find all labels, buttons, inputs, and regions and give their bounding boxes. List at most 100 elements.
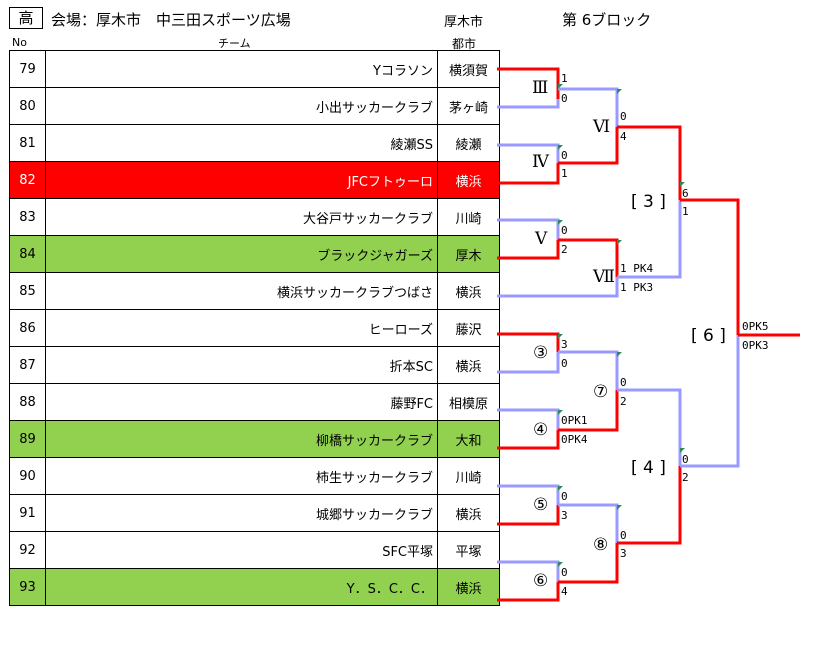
- venue-title: 会場：厚木市 中三田スポーツ広場: [51, 11, 291, 29]
- marker-c7: [617, 352, 622, 357]
- line-90: [497, 484, 560, 505]
- score-m5-bottom: 2: [561, 243, 568, 256]
- score-c8-bottom: 3: [620, 547, 627, 560]
- column-no-header: No: [12, 36, 27, 49]
- team-name: ヒーローズ: [45, 309, 438, 347]
- column-city-header: 都市: [452, 37, 477, 51]
- score-c5-top: 0: [561, 490, 568, 503]
- team-city: 平塚: [437, 531, 500, 569]
- team-city: 横浜: [437, 494, 500, 532]
- line-82: [497, 163, 560, 185]
- score-c8-top: 0: [620, 529, 627, 542]
- team-no: 84: [9, 235, 46, 273]
- line-c8-winner: [617, 466, 682, 545]
- match-label-c4: ④: [533, 420, 549, 440]
- marker-m4: [558, 145, 563, 150]
- match-label-c5: ⑤: [533, 495, 549, 515]
- marker-m3: [558, 84, 563, 89]
- score-m3-bottom: 0: [561, 92, 568, 105]
- score-m6-top: 0: [620, 110, 627, 123]
- line-m6-winner: [617, 125, 682, 200]
- line-88: [497, 408, 560, 430]
- score-m6-bottom: 4: [620, 130, 627, 143]
- match-label-c8: ⑧: [593, 535, 609, 555]
- team-no: 82: [9, 161, 46, 199]
- line-c6-winner: [558, 543, 619, 584]
- line-c4-winner: [558, 390, 619, 432]
- team-city: 横浜: [437, 272, 500, 310]
- score-m3-top: 1: [561, 72, 568, 85]
- match-label-m5: Ⅴ: [535, 229, 548, 249]
- column-team-header: チーム: [218, 37, 251, 50]
- team-city: 川崎: [437, 457, 500, 495]
- team-name: ブラックジャガーズ: [45, 235, 438, 273]
- line-89: [497, 430, 560, 450]
- team-name: 藤野FC: [45, 383, 438, 421]
- line-79: [497, 67, 560, 99]
- match-label-b4: [ 4 ]: [631, 458, 666, 478]
- match-label-b3: [ 3 ]: [631, 192, 666, 212]
- city-header: 厚木市: [444, 15, 484, 30]
- marker-m5: [558, 220, 563, 225]
- match-label-m4: Ⅳ: [532, 152, 549, 172]
- line-87: [497, 352, 560, 374]
- team-no: 86: [9, 309, 46, 347]
- team-city: 相模原: [437, 383, 500, 421]
- marker-c4: [558, 410, 563, 415]
- line-92: [497, 560, 560, 582]
- team-no: 93: [9, 568, 46, 606]
- team-name: Y．S．C．C．: [45, 568, 438, 606]
- team-name: 柳橋サッカークラブ: [45, 420, 438, 458]
- team-name: JFCフトゥーロ: [45, 161, 438, 199]
- team-name: 綾瀬SS: [45, 124, 438, 162]
- team-name: 城郷サッカークラブ: [45, 494, 438, 532]
- match-label-m3: Ⅲ: [532, 78, 549, 98]
- team-city: 綾瀬: [437, 124, 500, 162]
- score-b3-top: 6: [682, 187, 689, 200]
- match-label-m6: Ⅵ: [593, 117, 611, 137]
- score-m5-top: 0: [561, 224, 568, 237]
- line-86: [497, 332, 560, 352]
- match-label-c6: ⑥: [533, 571, 549, 591]
- team-no: 92: [9, 531, 46, 569]
- score-c6-top: 0: [561, 566, 568, 579]
- score-b4-bottom: 2: [682, 471, 689, 484]
- team-city: 横浜: [437, 568, 500, 606]
- team-city: 茅ヶ崎: [437, 87, 500, 125]
- marker-c5: [558, 486, 563, 491]
- marker-c6: [558, 562, 563, 567]
- team-city: 横浜: [437, 161, 500, 199]
- team-name: Yコラソン: [45, 50, 438, 88]
- line-84: [497, 240, 560, 260]
- team-city: 横浜: [437, 346, 500, 384]
- score-c7-top: 0: [620, 376, 627, 389]
- team-name: 大谷戸サッカークラブ: [45, 198, 438, 236]
- score-b6-top: 0PK5: [742, 320, 769, 333]
- team-name: 柿生サッカークラブ: [45, 457, 438, 495]
- score-m7-top: 1 PK4: [620, 262, 654, 275]
- score-m4-top: 0: [561, 149, 568, 162]
- block-title: 第 6ブロック: [562, 11, 652, 29]
- line-b4-winner: [680, 335, 740, 468]
- score-m4-bottom: 1: [561, 167, 568, 180]
- score-m7-bottom: 1 PK3: [620, 281, 654, 294]
- score-c4-bottom: 0PK4: [561, 433, 588, 446]
- line-m7-winner: [617, 200, 682, 279]
- team-no: 88: [9, 383, 46, 421]
- team-city: 川崎: [437, 198, 500, 236]
- team-no: 85: [9, 272, 46, 310]
